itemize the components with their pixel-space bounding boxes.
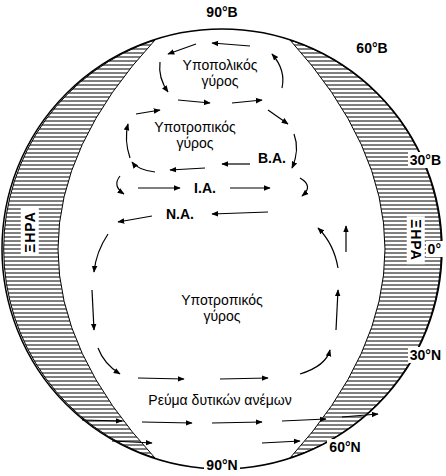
- land-band: [4, 40, 155, 458]
- current-arrow: [300, 178, 308, 196]
- latitude-label: 60°Ν: [327, 439, 362, 455]
- current-arrow: [272, 54, 283, 88]
- land-band-label: ΞΗΡΑ: [407, 216, 425, 264]
- current-arrow: [160, 62, 168, 92]
- current-arrow: [117, 176, 124, 194]
- current-name: Ρεύμα δυτικών ανέμων: [146, 392, 293, 408]
- current-arrow: [138, 378, 184, 379]
- current-arrow: [282, 419, 326, 421]
- current-arrow: [112, 441, 152, 443]
- current-arrow: [118, 216, 152, 222]
- gyre-name: Υποτροπικός γύρος: [141, 119, 249, 151]
- land-band: [290, 40, 441, 458]
- current-arrow: [168, 44, 196, 54]
- current-arrow: [178, 100, 210, 103]
- current-arrow: [212, 43, 250, 46]
- current-arrow: [82, 420, 122, 421]
- current-arrow: [300, 350, 330, 374]
- current-arrow: [262, 441, 300, 443]
- latitude-label: 60°Β: [354, 40, 389, 56]
- current-arrow: [132, 162, 155, 172]
- gyre-name: Υποτροπικός γύρος: [168, 292, 276, 324]
- current-arrow: [345, 226, 346, 252]
- current-name: Ν.Α.: [164, 206, 196, 222]
- current-arrow: [342, 414, 378, 417]
- current-arrow: [232, 100, 262, 103]
- current-arrow: [336, 290, 338, 330]
- current-arrow: [142, 422, 192, 423]
- globe-outline: [2, 29, 442, 469]
- gyre-name: Υποπολικός γύρος: [170, 57, 270, 89]
- current-arrow: [212, 212, 268, 214]
- land-band-label: ΞΗΡΑ: [21, 208, 39, 256]
- current-arrow: [292, 134, 297, 168]
- current-arrow: [94, 234, 108, 272]
- land-label: ΞΗΡΑ: [408, 219, 424, 261]
- current-arrow: [98, 348, 120, 374]
- current-arrow: [222, 163, 250, 164]
- current-arrow: [170, 168, 205, 170]
- current-name: Β.Α.: [256, 150, 288, 166]
- latitude-label: 90°Β: [204, 4, 239, 20]
- latitude-label: 30°Β: [408, 152, 443, 168]
- latitude-label: 30°Ν: [408, 347, 443, 363]
- current-arrow: [230, 187, 270, 188]
- latitude-label: 0°: [426, 241, 443, 257]
- current-name: Ι.Α.: [192, 180, 218, 196]
- current-arrow: [220, 378, 268, 379]
- land-label: ΞΗΡΑ: [22, 211, 38, 253]
- current-arrow: [126, 124, 130, 158]
- current-arrow: [318, 228, 338, 268]
- current-arrow: [138, 187, 180, 188]
- current-arrow: [212, 422, 262, 423]
- latitude-label: 90°Ν: [204, 457, 239, 473]
- current-arrow: [136, 110, 160, 114]
- current-arrow: [92, 290, 94, 330]
- current-arrow: [268, 110, 288, 124]
